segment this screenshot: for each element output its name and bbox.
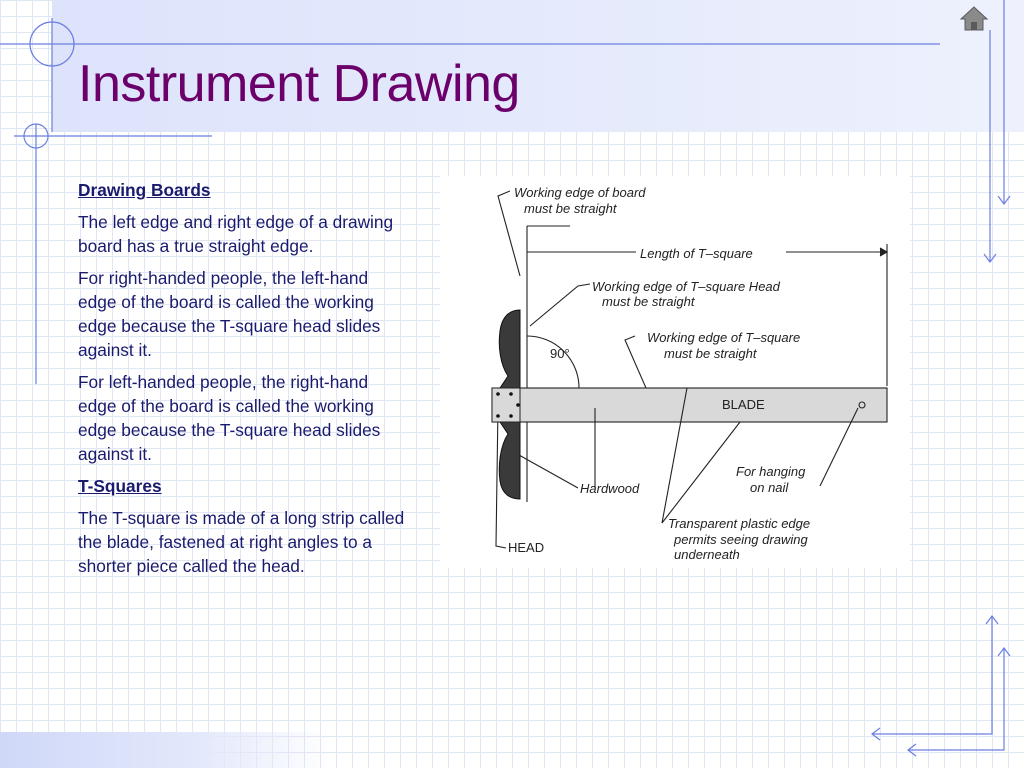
home-button[interactable]: [958, 4, 990, 32]
paragraph: For right-handed people, the left-hand e…: [78, 268, 381, 360]
label-plastic-2: permits seeing drawing: [673, 532, 808, 547]
label-length: Length of T–square: [640, 246, 753, 261]
section-heading-t-squares: T-Squares: [78, 476, 162, 496]
label-head-edge-1: Working edge of T–square Head: [592, 279, 781, 294]
label-board-edge-1: Working edge of board: [514, 185, 646, 200]
label-plastic-3: underneath: [674, 547, 740, 562]
body-text: Drawing Boards The left edge and right e…: [78, 178, 408, 586]
page-title: Instrument Drawing: [78, 55, 520, 113]
paragraph: The left edge and right edge of a drawin…: [78, 212, 394, 256]
label-angle: 90°: [550, 346, 570, 361]
title-band: [52, 0, 1024, 132]
paragraph: For left-handed people, the right-hand e…: [78, 372, 381, 464]
label-board-edge-2: must be straight: [524, 201, 618, 216]
paragraph: The T-square is made of a long strip cal…: [78, 508, 405, 576]
label-head: HEAD: [508, 540, 544, 555]
label-hardwood: Hardwood: [580, 481, 640, 496]
label-plastic-1: Transparent plastic edge: [668, 516, 810, 531]
label-head-edge-2: must be straight: [602, 294, 696, 309]
home-icon: [959, 6, 989, 31]
t-square-illustration: Working edge of board must be straight L…: [491, 185, 889, 562]
label-hanging-2: on nail: [750, 480, 789, 495]
t-square-diagram: Working edge of board must be straight L…: [440, 176, 910, 568]
label-blade: BLADE: [722, 397, 765, 412]
label-hanging-1: For hanging: [736, 464, 806, 479]
section-heading-drawing-boards: Drawing Boards: [78, 180, 211, 200]
label-blade-edge-2: must be straight: [664, 346, 758, 361]
bottom-band: [0, 732, 330, 768]
label-blade-edge-1: Working edge of T–square: [647, 330, 800, 345]
